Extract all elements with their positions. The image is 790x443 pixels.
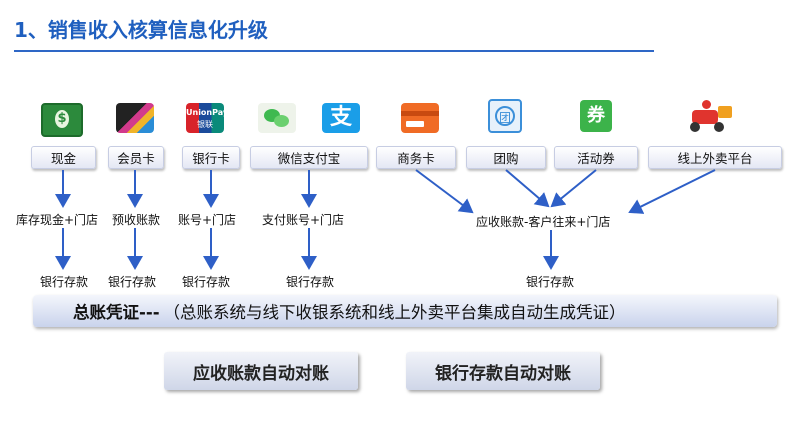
coupon-icon: 券 bbox=[580, 100, 612, 132]
source-coupon: 活动券 bbox=[554, 146, 638, 169]
wechat-pay-icon bbox=[258, 103, 296, 133]
ledger-voucher-bar: 总账凭证--- （总账系统与线下收银系统和线上外卖平台集成自动生成凭证） bbox=[33, 295, 777, 327]
source-member-card: 会员卡 bbox=[108, 146, 164, 169]
member-card-icon bbox=[116, 103, 154, 133]
source-business-card: 商务卡 bbox=[376, 146, 456, 169]
arrow bbox=[550, 169, 597, 208]
group-buy-icon: 团 bbox=[488, 99, 522, 133]
account-cash-store: 库存现金+门店 bbox=[16, 213, 99, 227]
account-pay-store: 支付账号+门店 bbox=[262, 213, 345, 227]
source-delivery-platform: 线上外卖平台 bbox=[648, 146, 782, 169]
arrow bbox=[505, 169, 550, 208]
ledger-voucher-description: （总账系统与线下收银系统和线上外卖平台集成自动生成凭证） bbox=[163, 303, 626, 322]
page-title: 1、销售收入核算信息化升级 bbox=[14, 18, 268, 42]
account-bank-store: 账号+门店 bbox=[178, 213, 237, 227]
cash-icon: $ bbox=[41, 103, 83, 137]
arrow bbox=[415, 169, 474, 214]
deposit-label: 银行存款 bbox=[40, 275, 89, 289]
deposit-label: 银行存款 bbox=[286, 275, 335, 289]
source-cash: 现金 bbox=[31, 146, 96, 169]
account-receivable: 应收账款-客户往来+门店 bbox=[476, 215, 611, 229]
title-underline bbox=[14, 50, 654, 52]
arrow bbox=[628, 169, 716, 214]
unionpay-icon: UnionPay 银联 bbox=[186, 103, 228, 133]
source-bank-card: 银行卡 bbox=[182, 146, 240, 169]
deposit-label: 银行存款 bbox=[182, 275, 231, 289]
bank-auto-reconcile-button[interactable]: 银行存款自动对账 bbox=[406, 352, 600, 390]
ledger-voucher-title: 总账凭证--- bbox=[73, 303, 160, 322]
delivery-icon bbox=[688, 100, 734, 134]
alipay-icon: 支 bbox=[322, 103, 360, 133]
deposit-label: 银行存款 bbox=[108, 275, 157, 289]
business-card-icon bbox=[401, 103, 439, 133]
account-prepaid: 预收账款 bbox=[112, 213, 161, 227]
deposit-label: 银行存款 bbox=[526, 275, 575, 289]
source-wechat-alipay: 微信支付宝 bbox=[250, 146, 368, 169]
source-group-buy: 团购 bbox=[466, 146, 546, 169]
ar-auto-reconcile-button[interactable]: 应收账款自动对账 bbox=[164, 352, 358, 390]
